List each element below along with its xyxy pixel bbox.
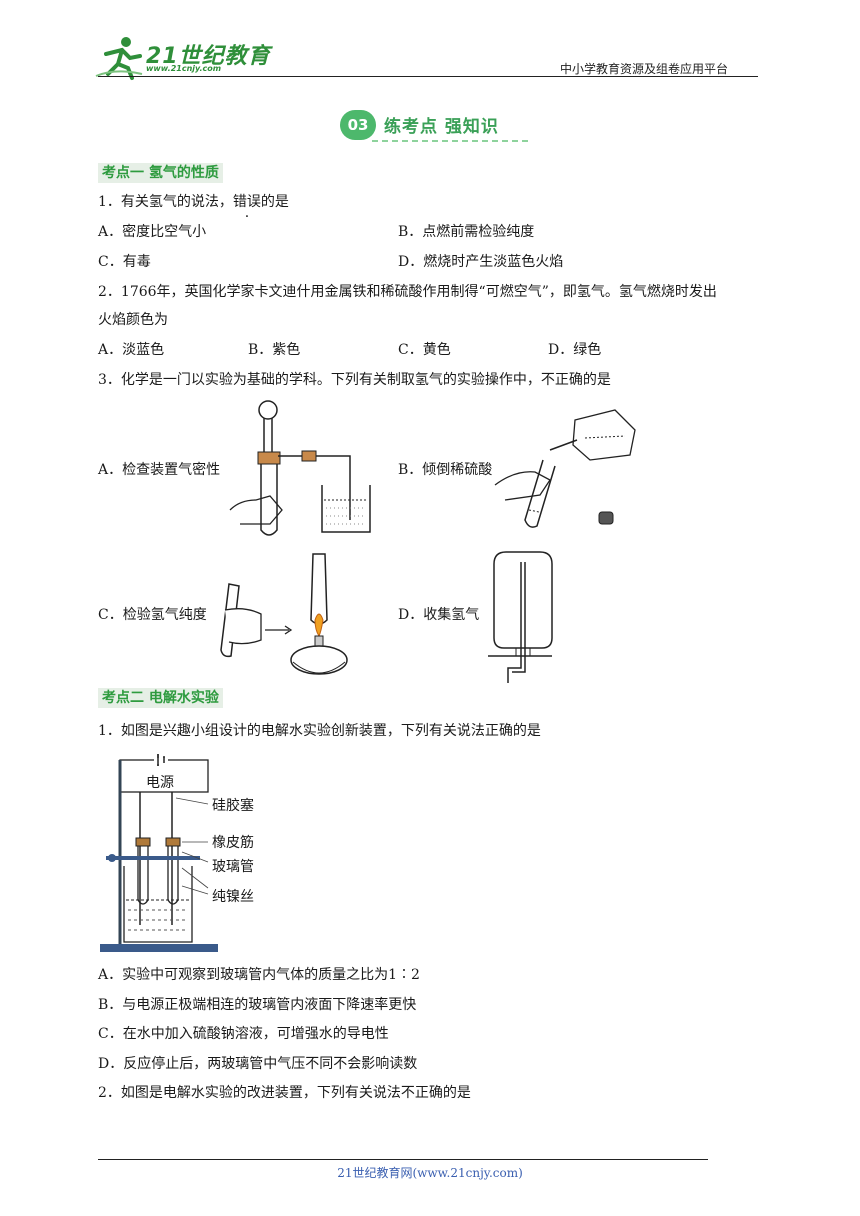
section-title-1: 考点一 氢气的性质	[98, 163, 223, 183]
s2-q1-option-d: D．反应停止后，两玻璃管中气压不同不会影响读数	[98, 1056, 418, 1072]
logo-text: 21世纪教育	[146, 44, 271, 69]
airtightness-check-figure	[229, 400, 371, 536]
banner-underline	[372, 140, 528, 142]
footer-link[interactable]: 21世纪教育网(www.21cnjy.com)	[337, 1166, 523, 1180]
q1-stem: 1．有关氢气的说法，错误的是	[98, 192, 289, 212]
label-silicone-stopper: 硅胶塞	[212, 798, 254, 814]
q3-option-d: D．收集氢气	[398, 607, 480, 623]
q3-stem: 3．化学是一门以实验为基础的学科。下列有关制取氢气的实验操作中，不正确的是	[98, 372, 611, 388]
q1-option-d: D．燃烧时产生淡蓝色火焰	[398, 254, 564, 270]
s2-q2-stem: 2．如图是电解水实验的改进装置，下列有关说法不正确的是	[98, 1085, 471, 1101]
logo-url: www.21cnjy.com	[146, 64, 222, 73]
label-power-source: 电源	[146, 775, 174, 791]
logo-runner-icon	[95, 37, 143, 80]
header-divider	[98, 76, 758, 77]
banner-number: 03	[340, 110, 376, 140]
purity-test-figure	[220, 553, 348, 675]
q1-option-b: B．点燃前需检验纯度	[398, 224, 535, 240]
footer-divider	[98, 1159, 708, 1160]
q2-option-b: B．紫色	[248, 342, 301, 358]
q3-option-b: B．倾倒稀硫酸	[398, 462, 493, 478]
label-rubber-band: 橡皮筋	[212, 835, 254, 851]
q3-option-a: A．检查装置气密性	[98, 462, 221, 478]
section-title-2: 考点二 电解水实验	[98, 688, 223, 708]
q2-option-d: D．绿色	[548, 342, 602, 358]
banner-title: 练考点 强知识	[384, 117, 499, 137]
label-glass-tube: 玻璃管	[212, 859, 254, 875]
platform-name: 中小学教育资源及组卷应用平台	[560, 62, 729, 76]
q1-option-a: A．密度比空气小	[98, 224, 207, 240]
s2-q1-option-b: B．与电源正极端相连的玻璃管内液面下降速率更快	[98, 997, 417, 1013]
q2-option-c: C．黄色	[398, 342, 451, 358]
electrolysis-apparatus-figure	[100, 754, 218, 952]
q2-stem-line2: 火焰颜色为	[98, 312, 168, 328]
s2-q1-option-a: A．实验中可观察到玻璃管内气体的质量之比为1∶2	[98, 967, 420, 983]
q1-option-c: C．有毒	[98, 254, 151, 270]
s2-q1-option-c: C．在水中加入硫酸钠溶液，可增强水的导电性	[98, 1026, 389, 1042]
q2-option-a: A．淡蓝色	[98, 342, 165, 358]
q3-option-c: C．检验氢气纯度	[98, 607, 207, 623]
s2-q1-stem: 1．如图是兴趣小组设计的电解水实验创新装置，下列有关说法正确的是	[98, 723, 541, 739]
pouring-acid-figure	[494, 409, 636, 528]
q1-emphasis: 错误	[233, 194, 261, 210]
collecting-hydrogen-figure	[488, 551, 553, 683]
q2-stem-line1: 2．1766年，英国化学家卡文迪什用金属铁和稀硫酸作用制得“可燃空气”，即氢气。…	[98, 284, 717, 300]
label-nickel-wire: 纯镍丝	[212, 889, 254, 905]
